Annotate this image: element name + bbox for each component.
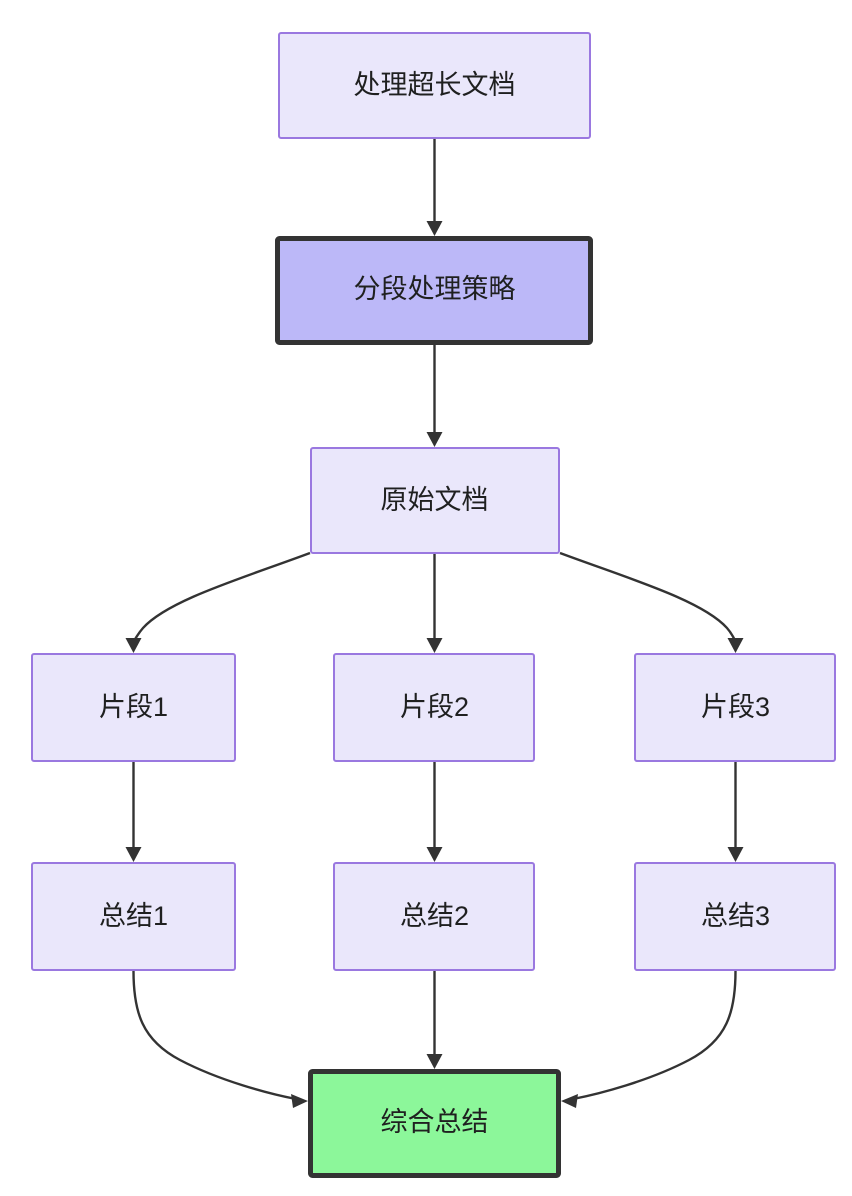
node-final[interactable]: 综合总结 [308, 1069, 561, 1178]
edge-doc-to-strategy[interactable] [426, 139, 443, 236]
arrow-head-icon [426, 221, 443, 236]
edge-frag3-to-sum3[interactable] [727, 762, 744, 862]
node-sum1-label: 总结1 [99, 901, 168, 931]
arrow-head-icon [426, 847, 443, 862]
node-final-label: 综合总结 [381, 1107, 489, 1137]
node-frag3-label: 片段3 [701, 692, 770, 722]
node-source-shape [310, 447, 560, 554]
node-strategy-shape [275, 236, 593, 345]
node-doc-shape [278, 32, 591, 139]
node-sum2-shape [333, 862, 535, 971]
node-sum1-shape [31, 862, 236, 971]
edge-line [559, 551, 737, 643]
edge-source-to-frag3[interactable] [559, 551, 744, 653]
node-frag3-shape [634, 653, 836, 762]
edge-frag2-to-sum2[interactable] [426, 762, 443, 862]
node-frag2-label: 片段2 [400, 692, 469, 722]
node-frag2[interactable]: 片段2 [333, 653, 535, 762]
edge-sum1-to-final[interactable] [132, 970, 309, 1108]
node-frag3[interactable]: 片段3 [634, 653, 836, 762]
edge-layer [125, 139, 744, 1108]
arrow-head-icon [426, 638, 443, 653]
node-doc[interactable]: 处理超长文档 [278, 32, 591, 139]
edge-source-to-frag2[interactable] [426, 554, 443, 653]
edge-line [572, 970, 737, 1101]
arrow-head-icon [125, 847, 142, 862]
node-sum2-label: 总结2 [400, 901, 469, 931]
edge-strategy-to-source[interactable] [426, 345, 443, 447]
arrow-head-icon [125, 638, 142, 653]
node-source[interactable]: 原始文档 [310, 447, 560, 554]
node-frag2-shape [333, 653, 535, 762]
node-sum3-shape [634, 862, 836, 971]
edge-sum2-to-final[interactable] [426, 971, 443, 1069]
edge-line [132, 551, 311, 643]
node-strategy-label: 分段处理策略 [354, 274, 516, 304]
arrow-head-icon [426, 432, 443, 447]
node-doc-label: 处理超长文档 [354, 70, 516, 100]
edge-frag1-to-sum1[interactable] [125, 762, 142, 862]
node-layer: 处理超长文档 分段处理策略 原始文档 片段1 片段2 片段3 [31, 32, 836, 1178]
arrow-head-icon [727, 847, 744, 862]
node-frag1[interactable]: 片段1 [31, 653, 236, 762]
node-source-label: 原始文档 [381, 485, 489, 515]
arrow-head-icon [727, 638, 744, 653]
edge-line [132, 970, 297, 1101]
node-sum1[interactable]: 总结1 [31, 862, 236, 971]
node-frag1-shape [31, 653, 236, 762]
node-frag1-label: 片段1 [99, 692, 168, 722]
node-sum2[interactable]: 总结2 [333, 862, 535, 971]
arrow-head-icon [426, 1054, 443, 1069]
edge-sum3-to-final[interactable] [561, 970, 737, 1108]
edge-source-to-frag1[interactable] [125, 551, 311, 653]
node-strategy[interactable]: 分段处理策略 [275, 236, 593, 345]
node-final-shape [308, 1069, 561, 1178]
node-sum3[interactable]: 总结3 [634, 862, 836, 971]
node-sum3-label: 总结3 [701, 901, 770, 931]
arrow-head-icon [561, 1094, 578, 1108]
arrow-head-icon [291, 1094, 308, 1108]
